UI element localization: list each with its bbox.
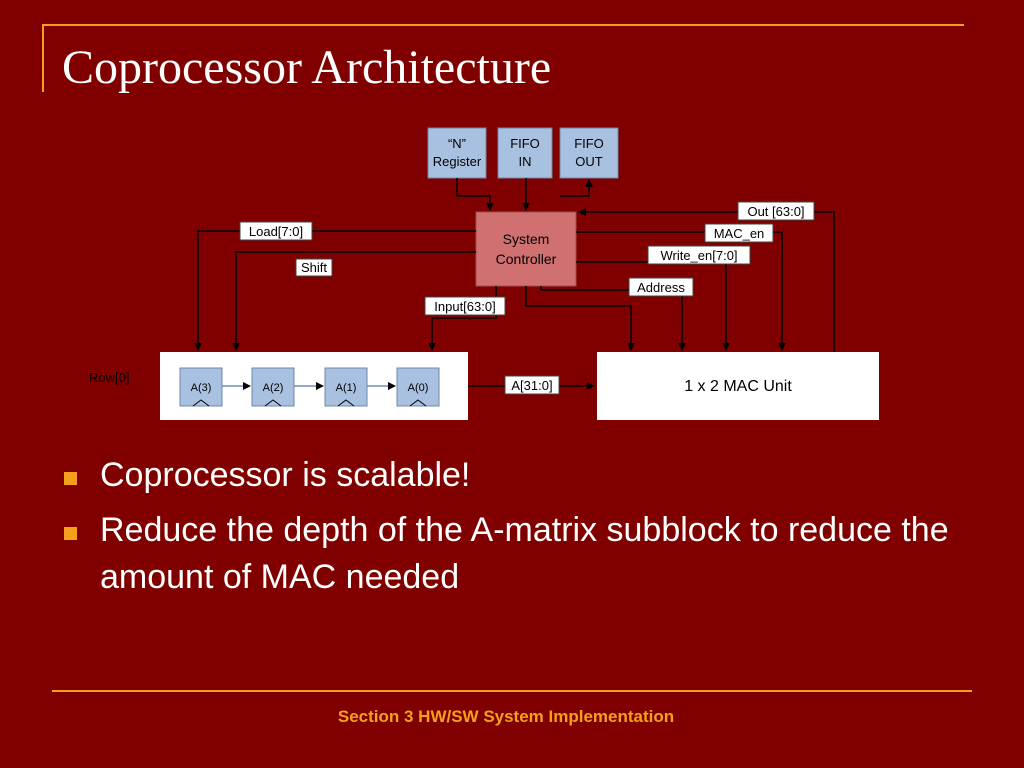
write-en-label-box	[647, 245, 751, 265]
fifo-out-block: FIFO OUT	[559, 127, 619, 179]
load-label-box	[239, 221, 313, 241]
register-a2: A(2)	[251, 367, 295, 407]
shift-label-box	[295, 258, 333, 277]
frame-bottom-line	[52, 690, 972, 692]
bullet-text: Coprocessor is scalable!	[100, 456, 471, 494]
register-a3-label: A(3)	[191, 382, 212, 394]
clock-icon	[192, 399, 210, 407]
n-register-block: “N” Register	[427, 127, 487, 179]
slide-title: Coprocessor Architecture	[62, 41, 552, 94]
out-label: Out [63:0]	[747, 204, 804, 219]
register-a3: A(3)	[179, 367, 223, 407]
system-controller-block: System Controller	[475, 211, 577, 287]
address-label-box	[628, 277, 694, 297]
bullet-item: Coprocessor is scalable!	[62, 452, 982, 499]
input-label: Input[63:0]	[434, 299, 495, 314]
write-en-label: Write_en[7:0]	[660, 248, 737, 263]
shift-label: Shift	[301, 260, 327, 275]
a-bus-label: A[31:0]	[511, 378, 552, 393]
clock-icon	[264, 399, 282, 407]
out-signal-arrow	[578, 208, 835, 352]
load-label: Load[7:0]	[249, 224, 303, 239]
mac-en-signal-arrow	[576, 231, 786, 351]
slide-footer: Section 3 HW/SW System Implementation	[337, 707, 675, 726]
a-bus-label-box	[504, 375, 560, 395]
mac-unit-block: 1 x 2 MAC Unit	[597, 352, 879, 420]
input-label-box	[424, 296, 506, 316]
bullet-square-icon	[64, 527, 77, 540]
register-a1-label: A(1)	[336, 382, 357, 394]
bullet-item: Reduce the depth of the A-matrix subbloc…	[62, 507, 982, 601]
n-register-label-2: Register	[433, 154, 482, 169]
fifo-out-label-1: FIFO	[574, 136, 604, 151]
n-register-label-1: “N”	[448, 136, 466, 151]
mac-unit-label: 1 x 2 MAC Unit	[684, 378, 792, 395]
clock-icon	[409, 399, 427, 407]
controller-to-mac-arrow	[525, 286, 635, 351]
bullet-list: Coprocessor is scalable! Reduce the dept…	[62, 452, 982, 609]
bullet-square-icon	[64, 472, 77, 485]
mac-en-label: MAC_en	[714, 226, 765, 241]
n-register-to-controller-arrow	[456, 178, 494, 211]
clock-icon	[337, 399, 355, 407]
register-a2-label: A(2)	[263, 382, 284, 394]
fifo-in-label-1: FIFO	[510, 136, 540, 151]
address-signal-arrow	[540, 286, 686, 351]
controller-to-fifo-out-arrow	[560, 179, 593, 197]
fifo-in-block: FIFO IN	[497, 127, 553, 179]
input-signal-arrow	[428, 286, 497, 351]
register-a1: A(1)	[324, 367, 368, 407]
row-label: Row[0]	[89, 370, 129, 385]
address-label: Address	[637, 280, 685, 295]
register-a0-label: A(0)	[408, 382, 429, 394]
load-signal-arrow	[194, 230, 476, 351]
mac-en-label-box	[704, 223, 774, 243]
out-label-box	[737, 201, 815, 221]
controller-label-2: Controller	[496, 251, 557, 267]
frame-left-line	[42, 24, 44, 92]
register-a0: A(0)	[396, 367, 440, 407]
frame-top-line	[42, 24, 964, 26]
bullet-text: Reduce the depth of the A-matrix subbloc…	[100, 511, 949, 596]
fifo-in-label-2: IN	[519, 154, 532, 169]
controller-label-1: System	[503, 231, 550, 247]
fifo-out-label-2: OUT	[575, 154, 603, 169]
shift-signal-arrow	[232, 251, 476, 351]
